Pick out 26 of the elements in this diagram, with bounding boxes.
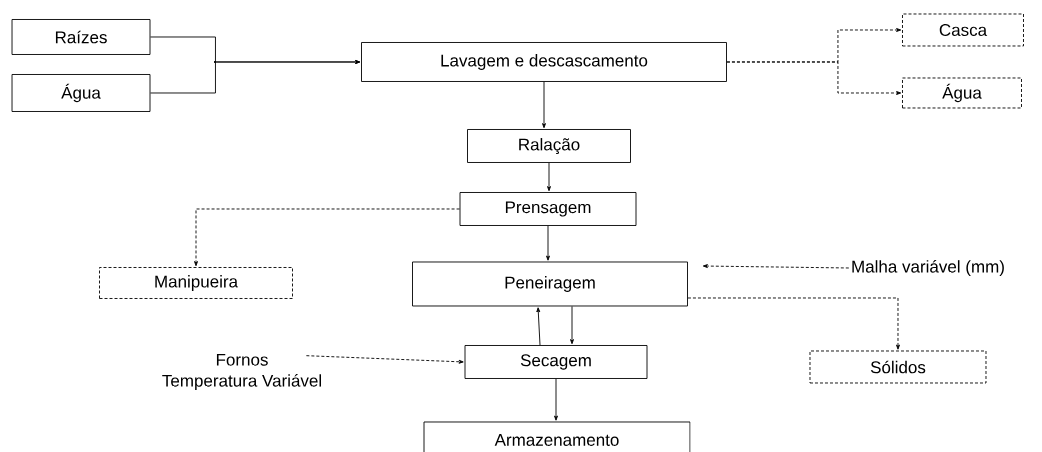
arrow (536, 307, 541, 346)
process-box: Prensagem (459, 192, 637, 226)
process-box: Armazenamento (423, 421, 691, 452)
output-box: Sólidos (809, 350, 987, 384)
dashed-arrow (687, 297, 900, 350)
process-box: Peneiragem (412, 261, 688, 307)
arrow (150, 60, 361, 94)
arrow (554, 378, 558, 421)
dashed-arrow (726, 61, 902, 95)
arrow (542, 81, 546, 129)
process-box: Raízes (11, 19, 151, 55)
dashed-arrow (305, 355, 464, 364)
input-label: Fornos Temperatura Variável (162, 353, 321, 391)
input-label: Malha variável (mm) (852, 260, 1004, 276)
arrow (547, 162, 551, 192)
output-box: Manipueira (99, 267, 293, 299)
process-box: Lavagem e descascamento (361, 42, 727, 82)
arrow (570, 306, 574, 345)
process-box: Água (11, 74, 151, 112)
process-box: Secagem (464, 345, 648, 379)
process-box: Ralação (467, 129, 631, 163)
arrow (546, 225, 550, 261)
output-box: Água (902, 77, 1022, 109)
dashed-arrow (194, 208, 460, 267)
output-box: Casca (902, 13, 1024, 47)
dashed-arrow (702, 264, 850, 269)
